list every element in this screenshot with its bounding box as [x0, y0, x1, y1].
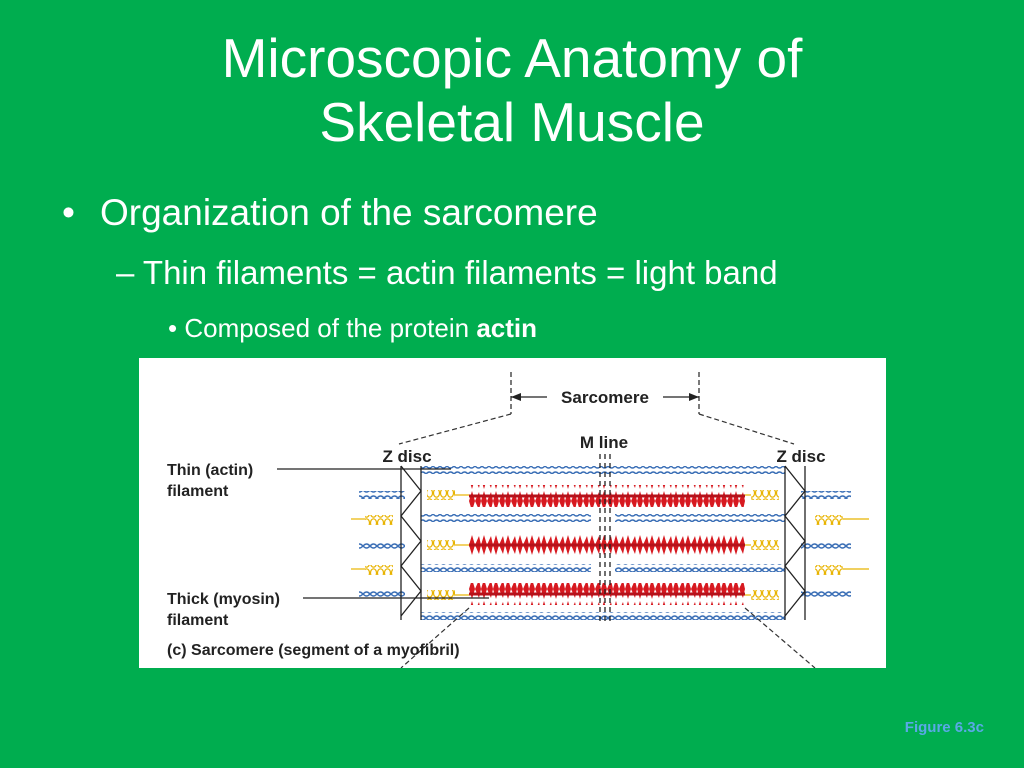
bullet-marker: • — [168, 313, 178, 343]
title-line-2: Skeletal Muscle — [319, 91, 705, 153]
thick-filament-label-1: Thick (myosin) — [167, 591, 280, 608]
m-line-label: M line — [580, 433, 628, 452]
thin-filament-label-2: filament — [167, 483, 229, 500]
titin-coils — [351, 490, 869, 600]
sarcomere-label: Sarcomere — [561, 388, 649, 407]
sarcomere-figure: Sarcomere M line Z disc Z disc — [139, 358, 886, 668]
bullet-level-3: • Composed of the protein actin — [168, 313, 537, 344]
z-disc-right-label: Z disc — [776, 447, 825, 466]
bullet-bold-term: actin — [476, 313, 537, 343]
thick-filament-label-2: filament — [167, 612, 229, 629]
figure-inner-caption: (c) Sarcomere (segment of a myofibril) — [167, 642, 460, 659]
thick-filaments — [469, 485, 745, 605]
bullet-level-2: – Thin filaments = actin filaments = lig… — [116, 254, 778, 291]
sarcomere-bracket: Sarcomere — [398, 372, 795, 445]
z-disc-left-label: Z disc — [382, 447, 431, 466]
m-line — [599, 454, 611, 622]
figure-reference: Figure 6.3c — [904, 719, 984, 736]
thin-filament-label-1: Thin (actin) — [167, 462, 253, 479]
z-discs — [400, 465, 806, 620]
sarcomere-diagram: Sarcomere M line Z disc Z disc — [167, 372, 869, 668]
title-line-1: Microscopic Anatomy of — [221, 27, 803, 89]
bullet-marker: • — [62, 192, 75, 233]
thin-filaments — [359, 466, 851, 620]
bullet-text: Organization of the sarcomere — [100, 192, 598, 233]
bullet-text: Composed of the protein — [184, 313, 477, 343]
slide-title: Microscopic Anatomy of Skeletal Muscle — [0, 26, 1024, 154]
